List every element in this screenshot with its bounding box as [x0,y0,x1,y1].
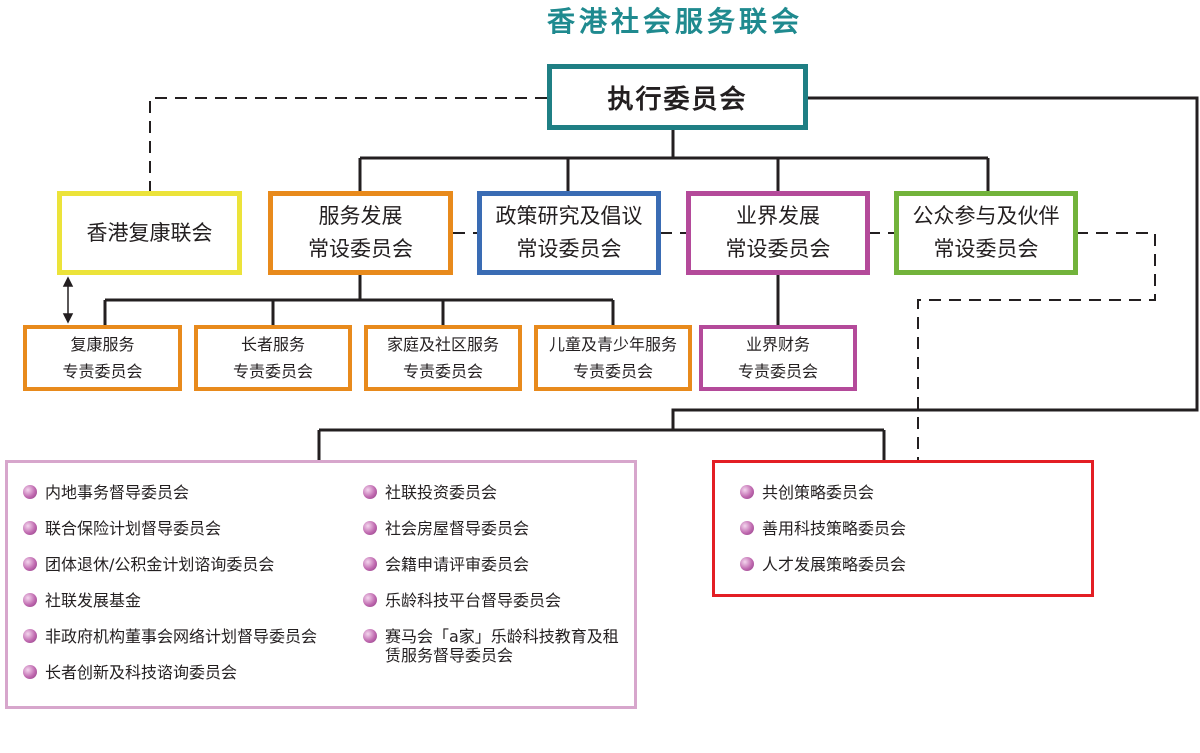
bullet-icon [23,629,37,643]
service-development-line2: 常设委员会 [308,237,413,261]
policy-advocacy-box: 政策研究及倡议 常设委员会 [477,191,661,275]
committees-list-col2: 社联投资委员会 社会房屋督导委员会 会籍申请评审委员会 乐龄科技平台督导委员会 … [363,483,625,682]
list-item: 共创策略委员会 [740,483,1080,502]
service-development-line1: 服务发展 [318,204,403,228]
sector-development-line1: 业界发展 [736,204,820,228]
list-item: 赛马会「a家」乐龄科技教育及租赁服务督导委员会 [363,627,625,665]
committees-panel: 内地事务督导委员会 联合保险计划督导委员会 团体退休/公积金计划谘询委员会 社联… [5,460,637,709]
sector-development-box: 业界发展 常设委员会 [686,191,870,275]
bullet-icon [363,557,377,571]
rehab-alliance-label: 香港复康联会 [86,220,213,245]
sector-finance-line2: 专责委员会 [737,362,818,381]
list-item: 社联发展基金 [23,591,353,610]
bullet-icon [363,593,377,607]
service-development-box: 服务发展 常设委员会 [268,191,453,275]
sector-finance-box: 业界财务 专责委员会 [699,325,857,391]
public-engagement-box: 公众参与及伙伴 常设委员会 [894,191,1078,275]
executive-committee-label: 执行委员会 [607,84,748,115]
list-item: 人才发展策略委员会 [740,555,1080,574]
sector-finance-line1: 业界财务 [745,335,810,354]
list-item: 长者创新及科技谘询委员会 [23,663,353,682]
public-engagement-line1: 公众参与及伙伴 [912,204,1060,228]
list-item: 联合保险计划督导委员会 [23,519,353,538]
youth-service-line2: 专责委员会 [572,362,653,381]
bullet-icon [23,521,37,535]
elderly-service-line1: 长者服务 [240,335,305,354]
youth-service-box: 儿童及青少年服务 专责委员会 [534,325,692,391]
list-item: 团体退休/公积金计划谘询委员会 [23,555,353,574]
executive-committee-box: 执行委员会 [547,64,808,130]
policy-advocacy-line1: 政策研究及倡议 [495,204,643,228]
bullet-icon [740,557,754,571]
public-engagement-line2: 常设委员会 [933,237,1039,261]
list-item: 善用科技策略委员会 [740,519,1080,538]
strategy-committees-list: 共创策略委员会 善用科技策略委员会 人才发展策略委员会 [740,483,1080,591]
bullet-icon [740,521,754,535]
page-title: 香港社会服务联会 [546,5,803,38]
bullet-icon [363,485,377,499]
bullet-icon [363,629,377,643]
list-item: 非政府机构董事会网络计划督导委员会 [23,627,353,646]
family-service-line2: 专责委员会 [402,362,483,381]
list-item: 社联投资委员会 [363,483,625,502]
rehab-service-box: 复康服务 专责委员会 [23,325,182,391]
bullet-icon [23,593,37,607]
sector-development-line2: 常设委员会 [725,237,831,261]
rehab-alliance-box: 香港复康联会 [57,191,242,275]
bullet-icon [740,485,754,499]
bullet-icon [23,485,37,499]
rehab-service-line1: 复康服务 [70,335,135,354]
elderly-service-box: 长者服务 专责委员会 [194,325,352,391]
list-item: 会籍申请评审委员会 [363,555,625,574]
policy-advocacy-line2: 常设委员会 [516,237,622,261]
committees-list-col1: 内地事务督导委员会 联合保险计划督导委员会 团体退休/公积金计划谘询委员会 社联… [23,483,353,699]
bullet-icon [23,557,37,571]
rehab-service-line2: 专责委员会 [62,362,143,381]
elderly-service-line2: 专责委员会 [232,362,313,381]
list-item: 乐龄科技平台督导委员会 [363,591,625,610]
list-item: 社会房屋督导委员会 [363,519,625,538]
strategy-committees-panel: 共创策略委员会 善用科技策略委员会 人才发展策略委员会 [712,460,1094,597]
youth-service-line1: 儿童及青少年服务 [548,335,677,354]
list-item: 内地事务督导委员会 [23,483,353,502]
bullet-icon [23,665,37,679]
bullet-icon [363,521,377,535]
family-service-box: 家庭及社区服务 专责委员会 [364,325,522,391]
family-service-line1: 家庭及社区服务 [386,335,499,354]
